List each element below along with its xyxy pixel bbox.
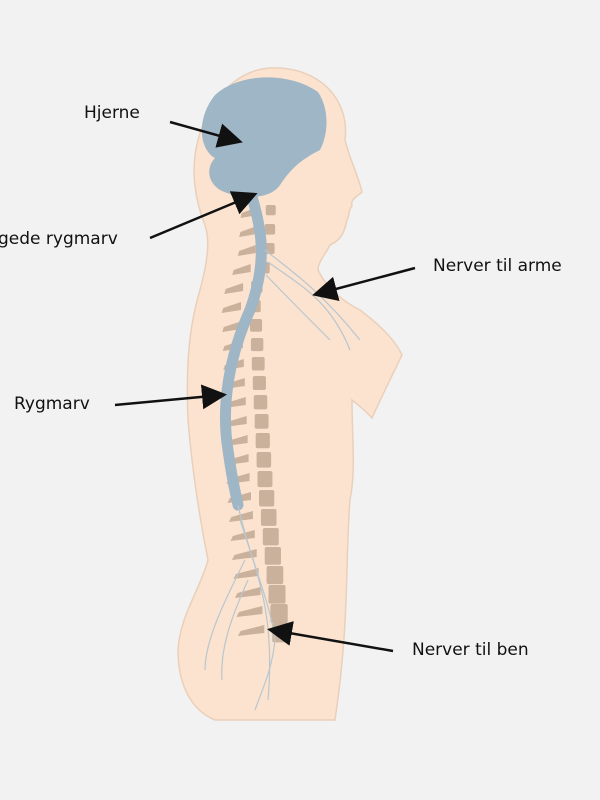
vertebra-process	[232, 264, 251, 275]
label-medulla: gede rygmarv	[0, 229, 118, 249]
vertebra-body	[249, 319, 263, 332]
vertebra-process	[230, 530, 255, 541]
vertebra-process	[237, 625, 265, 636]
vertebra-body	[253, 395, 268, 410]
vertebra-body	[260, 509, 277, 526]
arrow-brain	[169, 120, 243, 148]
arrow-medulla	[149, 191, 258, 240]
vertebra-process	[239, 226, 257, 237]
vertebra-body	[266, 566, 284, 585]
arrow-spinal-cord	[114, 384, 227, 410]
vertebra-body	[264, 224, 276, 235]
vertebra-process	[236, 606, 263, 617]
vertebra-body	[264, 547, 281, 565]
vertebra-body	[265, 205, 276, 216]
vertebra-body	[259, 490, 275, 507]
vertebra-body	[256, 452, 272, 468]
label-arm-nerves: Nerver til arme	[433, 256, 562, 276]
vertebra-process	[233, 568, 259, 579]
label-spinal-cord: Rygmarv	[14, 394, 90, 414]
vertebra-body	[268, 585, 286, 604]
spinal-cord	[219, 184, 267, 511]
vertebra-body	[257, 471, 273, 488]
vertebra-body	[270, 604, 288, 624]
vertebra-body	[250, 338, 264, 352]
vertebra-process	[221, 302, 241, 313]
label-leg-nerves: Nerver til ben	[412, 640, 529, 660]
vertebra-body	[252, 376, 266, 390]
arrow-leg-nerves	[267, 621, 394, 653]
vertebra-body	[262, 528, 279, 546]
vertebra-body	[251, 357, 265, 371]
vertebra-process	[224, 283, 244, 294]
brain	[201, 77, 327, 197]
arrow-arm-nerves	[312, 266, 416, 301]
vertebra-body	[255, 433, 270, 449]
vertebra-process	[237, 245, 256, 256]
vertebra-body	[254, 414, 269, 429]
label-brain: Hjerne	[84, 103, 140, 123]
